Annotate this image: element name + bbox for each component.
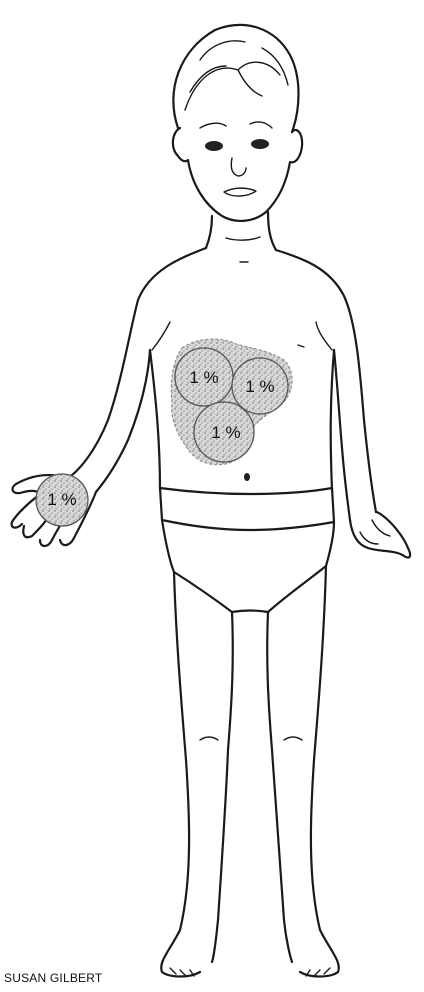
right-eyebrow [250,122,272,128]
hair [173,25,298,132]
burn-area-right-palm: 1 % [36,474,88,526]
burn-area-mid-abdomen: 1 % [194,402,254,462]
right-eye [251,139,269,149]
right-hand [350,512,410,558]
svg-text:1 %: 1 % [189,368,218,387]
legs [161,566,339,977]
diaper [160,488,334,612]
mouth [224,188,256,196]
head [173,122,302,221]
svg-text:1 %: 1 % [211,423,240,442]
nose [231,158,246,176]
svg-text:1 %: 1 % [47,490,76,509]
burn-area-upper-left-abdomen: 1 % [175,348,233,406]
svg-text:1 %: 1 % [245,377,274,396]
neck [206,212,276,262]
left-eyebrow [200,123,226,128]
illustrator-credit: SUSAN GILBERT [4,971,102,985]
burn-area-upper-right-abdomen: 1 % [232,358,288,414]
left-eye [205,141,223,151]
